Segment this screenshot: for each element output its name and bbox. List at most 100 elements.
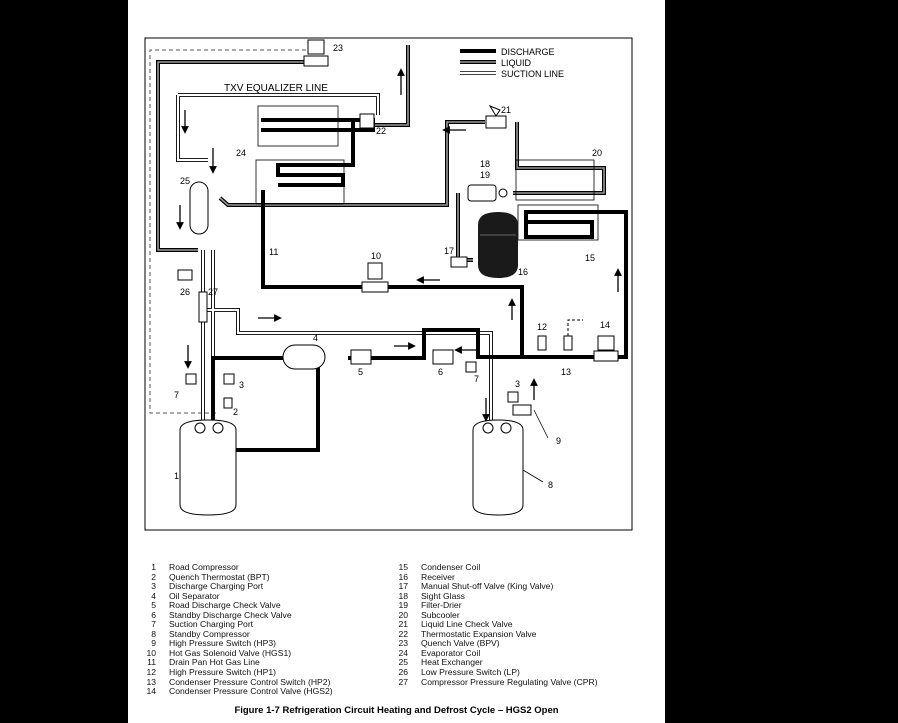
discharge-port-3-standby (507, 391, 519, 403)
legend-item-text: Compressor Pressure Regulating Valve (CP… (421, 676, 598, 687)
hp1-switch-12 (537, 335, 547, 351)
liquid-check-valve-21 (485, 104, 507, 129)
callout-9: 9 (556, 436, 561, 446)
standby-check-valve-6 (432, 349, 454, 365)
callout-27: 27 (208, 287, 218, 297)
callout-11: 11 (269, 247, 278, 257)
legend-item-number: 17 (398, 581, 408, 592)
legend-item-number: 18 (398, 590, 408, 601)
legend-item-text: Condenser Pressure Control Switch (HP2) (169, 676, 331, 687)
legend-item-text: Manual Shut-off Valve (King Valve) (421, 581, 554, 592)
legend-item-number: 15 (398, 562, 408, 572)
legend-item-text: Condenser Coil (421, 562, 481, 572)
callout-17: 17 (444, 246, 454, 256)
callout-1: 1 (174, 471, 179, 481)
callout-23: 23 (333, 43, 343, 53)
callout-8: 8 (548, 480, 553, 490)
lp-switch-26 (177, 269, 193, 281)
callout-14: 14 (600, 320, 610, 330)
legend-item-text: Liquid Line Check Valve (421, 619, 513, 630)
cpr-valve-27 (198, 291, 208, 323)
callout-13: 13 (561, 367, 571, 377)
legend-item-number: 2 (151, 571, 156, 582)
legend-item-text: Road Discharge Check Valve (169, 600, 281, 611)
legend-item-number: 20 (398, 609, 408, 620)
legend-item-text: Suction Charging Port (169, 619, 254, 630)
txv-equalizer-line-label: TXV EQUALIZER LINE (224, 83, 328, 94)
callout-7-standby: 7 (474, 374, 479, 384)
legend-item: 23 Quench Valve (BPV) (390, 639, 598, 649)
road-check-valve-5 (350, 349, 372, 365)
heat-exchanger-area (255, 159, 345, 205)
quench-valve-23 (303, 39, 329, 67)
suction-port-7-standby (465, 361, 477, 373)
line-type-key: DISCHARGE LIQUID SUCTION LINE (460, 47, 564, 79)
callout-3-road: 3 (239, 380, 244, 390)
callout-5: 5 (358, 367, 363, 377)
filter-drier-19 (467, 184, 497, 202)
legend-item: 22 Thermostatic Expansion Valve (390, 628, 598, 640)
legend-item-text: Evaporator Coil (421, 647, 481, 658)
callout-24: 24 (236, 148, 246, 158)
leader-lines (522, 409, 549, 483)
legend-item-number: 24 (398, 647, 408, 658)
suction-lines (176, 93, 493, 420)
callout-3-standby: 3 (515, 379, 520, 389)
liquid-lines (156, 45, 606, 252)
standby-compressor-8 (472, 419, 524, 516)
txv-22 (359, 113, 375, 129)
legend-item-text: Drain Pan Hot Gas Line (169, 657, 260, 668)
legend-item-number: 21 (398, 619, 408, 630)
figure-caption: Figure 1-7 Refrigeration Circuit Heating… (234, 705, 559, 716)
legend-item-number: 10 (146, 647, 156, 658)
legend-item-text: Thermostatic Expansion Valve (421, 628, 537, 639)
sight-glass-18 (498, 188, 508, 198)
legend-item-text: Road Compressor (169, 562, 239, 572)
key-suction-label: SUCTION LINE (501, 69, 564, 79)
callout-2: 2 (233, 407, 238, 417)
key-discharge-label: DISCHARGE (501, 47, 555, 57)
callout-26: 26 (180, 287, 190, 297)
legend-item-text: Quench Valve (BPV) (421, 638, 500, 649)
legend-item-text: Standby Discharge Check Valve (169, 609, 292, 620)
legend-item: 5 Road Discharge Check Valve (138, 601, 333, 611)
legend-item: 8 Standby Compressor (138, 628, 333, 640)
condenser-coil-15 (517, 204, 599, 241)
legend-item-number: 27 (398, 676, 408, 687)
legend-item: 24 Evaporator Coil (390, 647, 598, 659)
callout-19: 19 (480, 170, 490, 180)
legend-item-number: 9 (151, 638, 156, 649)
legend-item-number: 16 (398, 571, 408, 582)
legend-item-number: 5 (151, 600, 156, 611)
legend-item-number: 6 (151, 609, 156, 620)
evaporator-coil-24 (257, 105, 339, 147)
legend-item-text: Hot Gas Solenoid Valve (HGS1) (169, 647, 292, 658)
callout-7-road: 7 (174, 390, 179, 400)
callout-15: 15 (585, 253, 595, 263)
legend-item-number: 22 (398, 628, 408, 639)
legend-item: 17 Manual Shut-off Valve (King Valve) (390, 582, 598, 592)
legend-item: 27 Compressor Pressure Regulating Valve (… (390, 676, 598, 688)
legend-item-number: 8 (151, 628, 156, 639)
legend-item-number: 12 (146, 667, 156, 678)
discharge-lines (211, 118, 628, 452)
legend-item-text: Condenser Pressure Control Valve (HGS2) (169, 686, 333, 697)
callout-25: 25 (180, 176, 190, 186)
receiver-16 (478, 212, 518, 278)
legend-item-number: 1 (151, 562, 156, 572)
legend-item-text: Standby Compressor (169, 628, 250, 639)
king-valve-17 (450, 193, 473, 268)
legend-item-number: 23 (398, 638, 408, 649)
oil-separator-4 (282, 344, 326, 370)
key-liquid-label: LIQUID (501, 58, 532, 68)
legend-item: 21 Liquid Line Check Valve (390, 620, 598, 630)
legend-item-text: Filter-Drier (421, 600, 462, 611)
